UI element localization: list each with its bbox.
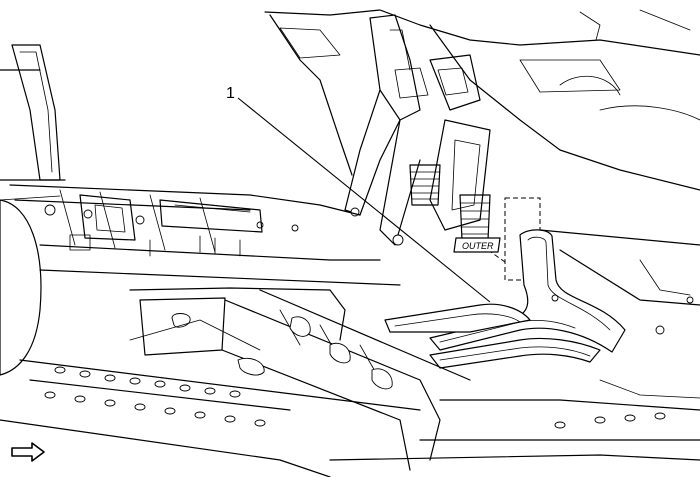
floor-side-rail — [9, 184, 401, 286]
right-floor-pan — [329, 229, 700, 461]
center-console-bracket — [344, 14, 491, 246]
callout-1-leader-line — [237, 97, 491, 303]
callout-number-1: 1 — [226, 85, 235, 102]
seat-crossmember — [69, 194, 263, 257]
left-pillar — [0, 44, 66, 201]
front-direction-arrow-icon — [11, 442, 45, 462]
part-label-text: OUTER — [462, 241, 494, 251]
part-label-tag: OUTER — [453, 237, 501, 253]
instrument-panel — [264, 9, 700, 191]
left-seat-edge — [0, 199, 42, 376]
main-floor-pan — [0, 319, 421, 477]
rear-floor-heater-duct — [384, 229, 626, 369]
